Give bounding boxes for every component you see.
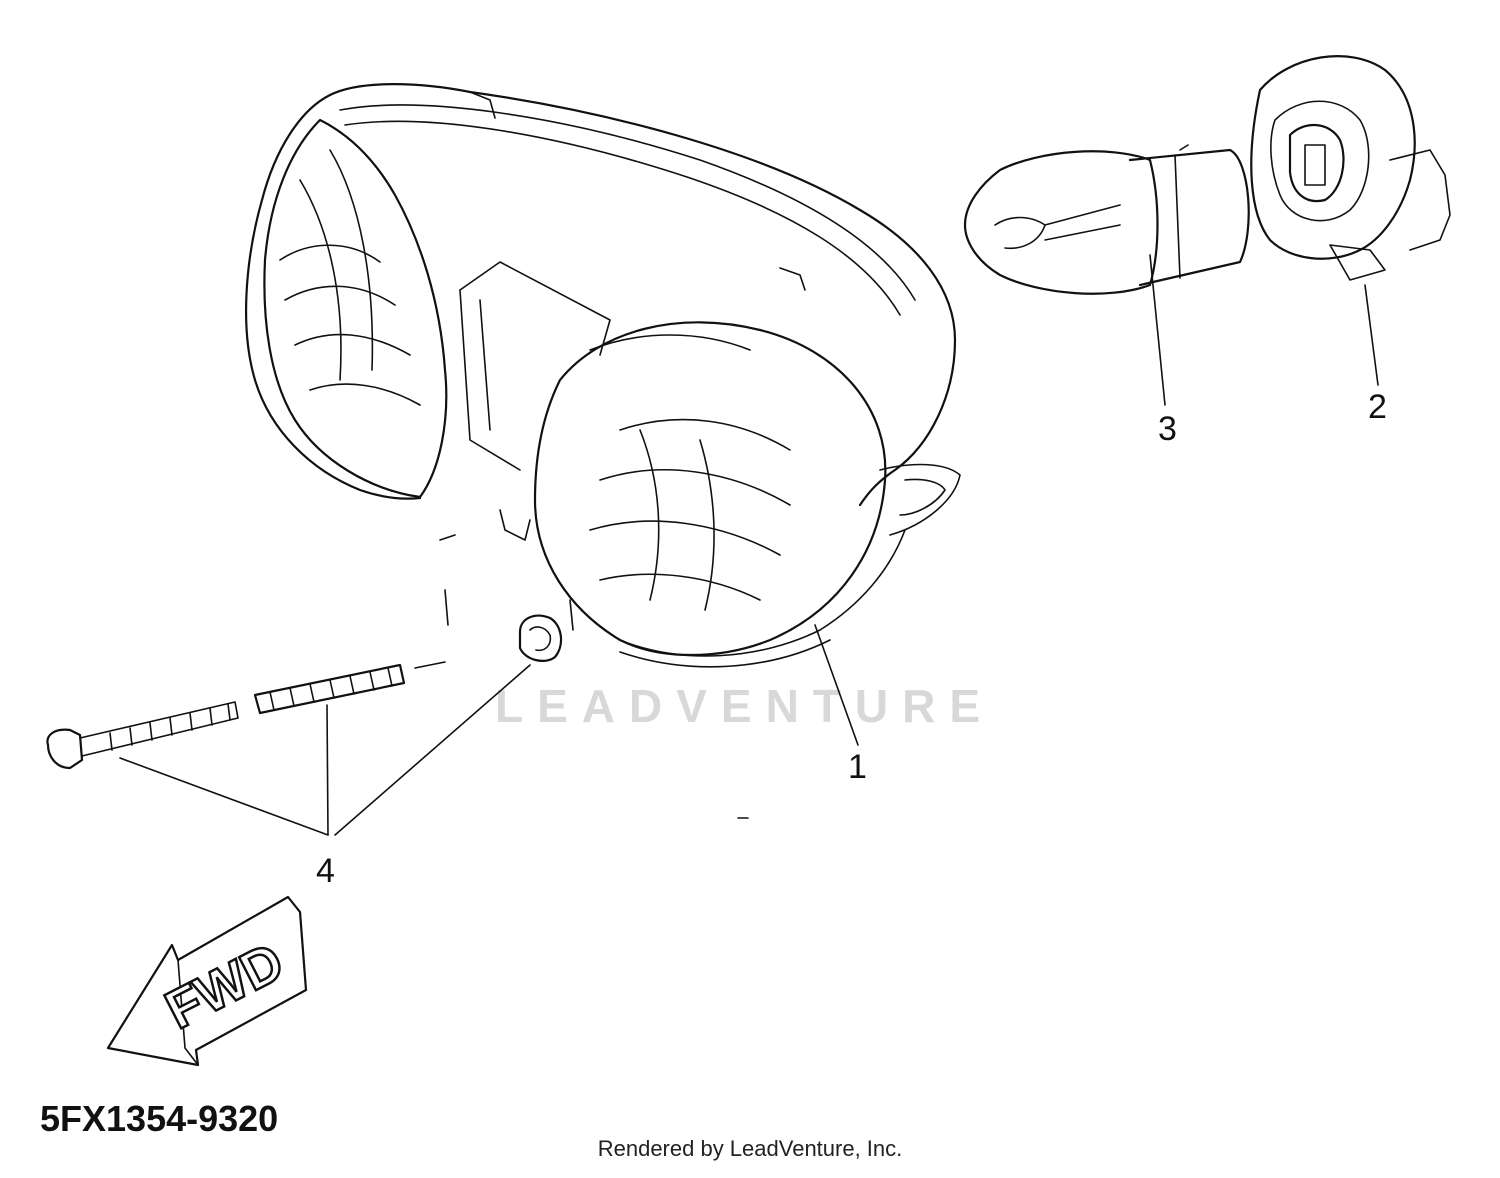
callout-3: 3 bbox=[1158, 410, 1177, 448]
leader-lines bbox=[119, 254, 1379, 836]
fwd-label: FWD bbox=[156, 931, 293, 1040]
render-credit: Rendered by LeadVenture, Inc. bbox=[597, 1136, 903, 1161]
callout-1: 1 bbox=[848, 748, 867, 786]
callout-4: 4 bbox=[316, 852, 335, 890]
forward-arrow-icon: FWD bbox=[106, 895, 308, 1067]
headlight-assembly bbox=[245, 83, 961, 668]
callout-2: 2 bbox=[1368, 388, 1387, 426]
socket bbox=[1250, 55, 1451, 281]
mounting-hardware bbox=[46, 534, 574, 770]
bulb bbox=[963, 144, 1250, 295]
part-code: 5FX1354-9320 bbox=[40, 1098, 279, 1139]
watermark-text: LEADVENTURE bbox=[495, 680, 994, 732]
